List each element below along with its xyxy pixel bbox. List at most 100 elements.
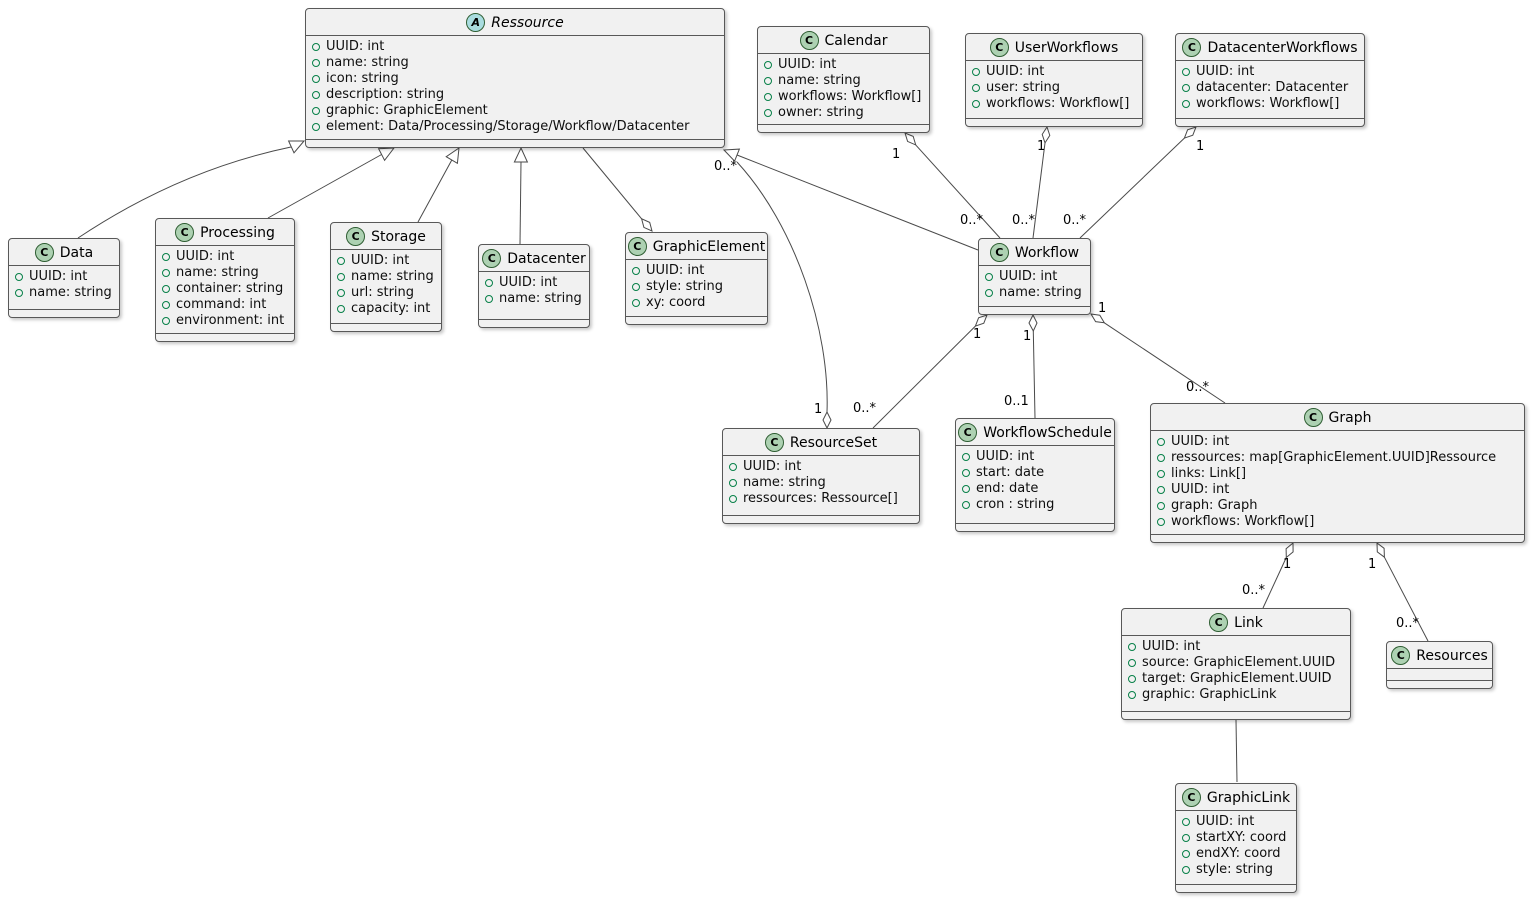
multiplicity-label: 0..* (853, 401, 877, 416)
aggregation-diamond-icon (1090, 313, 1106, 324)
attribute-text: workflows: Workflow[] (1196, 96, 1340, 111)
multiplicity-label: 1 (1283, 557, 1292, 572)
visibility-public-icon (1182, 68, 1190, 76)
edge-datacenter_extends_ressource (519, 161, 522, 245)
class-icon: C (482, 249, 502, 268)
attribute-row: endXY: coord (1182, 846, 1290, 862)
visibility-public-icon (1157, 438, 1165, 446)
attribute-text: workflows: Workflow[] (1171, 514, 1315, 529)
generalization-arrow-icon (722, 148, 741, 163)
visibility-public-icon (972, 68, 980, 76)
methods-compartment (723, 516, 919, 523)
edge-link_to_graphiclink (1235, 719, 1238, 783)
attribute-text: end: date (976, 481, 1039, 496)
attribute-text: xy: coord (646, 295, 706, 310)
aggregation-diamond-icon (1376, 541, 1385, 559)
class-icon: C (1181, 788, 1201, 807)
attribute-row: datacenter: Datacenter (1182, 80, 1358, 96)
attribute-row: cron : string (962, 497, 1108, 513)
visibility-public-icon (632, 267, 640, 275)
attribute-text: name: string (176, 265, 259, 280)
edge-processing_extends_ressource (267, 154, 382, 219)
attribute-text: UUID: int (1196, 64, 1255, 79)
attribute-text: UUID: int (351, 253, 410, 268)
class-name: Ressource (491, 14, 564, 31)
methods-compartment (331, 324, 441, 331)
visibility-public-icon (729, 479, 737, 487)
attribute-text: style: string (1196, 862, 1274, 877)
visibility-public-icon (1157, 470, 1165, 478)
visibility-public-icon (985, 289, 993, 297)
attribute-row: UUID: int (162, 249, 288, 265)
attribute-row: startXY: coord (1182, 830, 1290, 846)
attribute-row: style: string (1182, 862, 1290, 878)
class-icon: C (799, 31, 819, 50)
generalization-arrow-icon (377, 147, 396, 162)
multiplicity-label: 0..* (1396, 616, 1420, 631)
visibility-public-icon (1128, 643, 1136, 651)
attribute-row: name: string (15, 285, 113, 301)
class-name: GraphicLink (1206, 789, 1291, 806)
class-icon: C (989, 38, 1009, 57)
visibility-public-icon (485, 295, 493, 303)
attribute-row: UUID: int (972, 64, 1136, 80)
visibility-public-icon (632, 299, 640, 307)
attribute-text: name: string (351, 269, 434, 284)
attribute-text: url: string (351, 285, 415, 300)
attribute-text: startXY: coord (1196, 830, 1287, 845)
attribute-row: UUID: int (337, 253, 435, 269)
attribute-row: name: string (162, 265, 288, 281)
attribute-text: name: string (499, 291, 582, 306)
visibility-public-icon (312, 91, 320, 99)
attribute-text: graphic: GraphicLink (1142, 687, 1277, 702)
class-icon: C (346, 227, 366, 246)
attribute-row: UUID: int (1182, 814, 1290, 830)
generalization-arrow-icon (513, 146, 529, 163)
multiplicity-label: 1 (973, 327, 982, 342)
attribute-row: environment: int (162, 313, 288, 329)
class-icon: C (1209, 613, 1229, 632)
attribute-row: description: string (312, 87, 718, 103)
methods-compartment (956, 524, 1114, 531)
attribute-row: style: string (632, 279, 761, 295)
attribute-row: container: string (162, 281, 288, 297)
visibility-public-icon (985, 273, 993, 281)
attribute-row: graph: Graph (1157, 498, 1518, 514)
visibility-public-icon (1182, 866, 1190, 874)
attribute-text: UUID: int (778, 57, 837, 72)
aggregation-diamond-icon (1041, 125, 1051, 145)
visibility-public-icon (972, 84, 980, 92)
methods-compartment (1151, 535, 1524, 542)
attribute-row: UUID: int (1182, 64, 1358, 80)
multiplicity-label: 0..* (960, 213, 984, 228)
attributes-compartment (1387, 669, 1492, 681)
attribute-text: graph: Graph (1171, 498, 1258, 513)
visibility-public-icon (1128, 675, 1136, 683)
class-icon: C (958, 423, 978, 442)
attribute-text: UUID: int (1171, 482, 1230, 497)
attribute-text: name: string (326, 55, 409, 70)
visibility-public-icon (162, 285, 170, 293)
multiplicity-label: 1 (892, 147, 901, 162)
edge-workflow_aggregates_graph (1104, 322, 1226, 404)
attribute-text: UUID: int (176, 249, 235, 264)
attribute-text: ressources: Ressource[] (743, 491, 898, 506)
attribute-row: name: string (985, 285, 1084, 301)
attribute-row: workflows: Workflow[] (972, 96, 1136, 112)
attribute-row: UUID: int (1157, 434, 1518, 450)
attribute-row: end: date (962, 481, 1108, 497)
visibility-public-icon (312, 59, 320, 67)
class-icon: C (989, 243, 1009, 262)
